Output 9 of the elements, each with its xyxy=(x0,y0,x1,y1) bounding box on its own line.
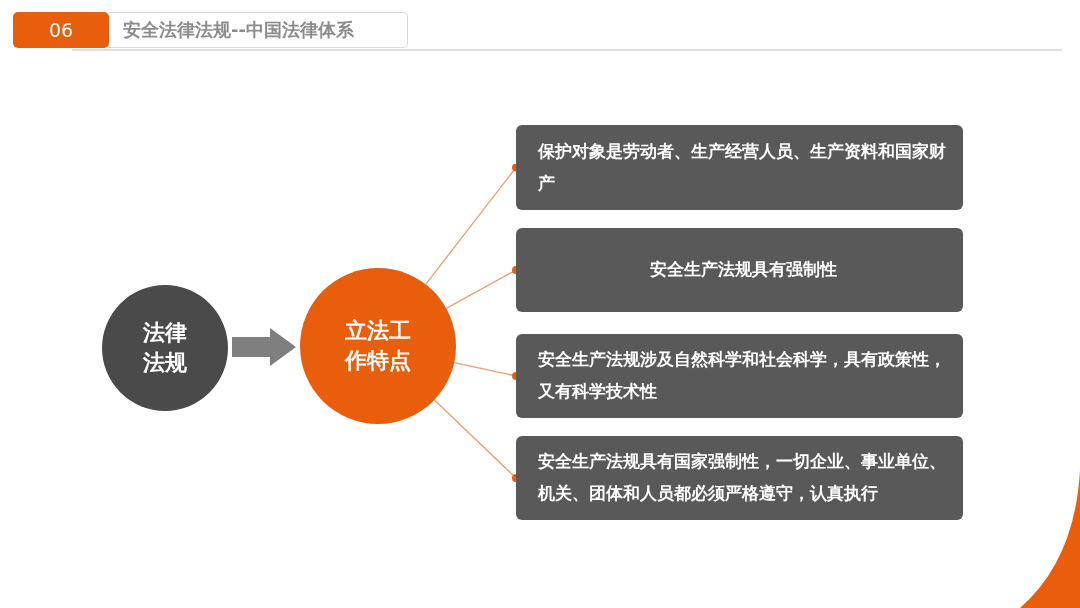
feature-box: 安全生产法规涉及自然科学和社会科学，具有政策性，又有科学技术性 xyxy=(516,334,963,418)
feature-box: 安全生产法规具有强制性 xyxy=(516,228,963,312)
section-number: 06 xyxy=(13,12,109,48)
title-bar: 安全法律法规--中国法律体系 xyxy=(109,12,408,48)
topic-circle: 法律法规 xyxy=(102,285,228,411)
block-arrow xyxy=(232,328,296,367)
feature-box: 安全生产法规具有国家强制性，一切企业、事业单位、机关、团体和人员都必须严格遵守，认真执行 xyxy=(516,436,963,520)
topic-circle: 立法工作特点 xyxy=(300,268,456,424)
feature-box: 保护对象是劳动者、生产经营人员、生产资料和国家财产 xyxy=(516,125,963,210)
